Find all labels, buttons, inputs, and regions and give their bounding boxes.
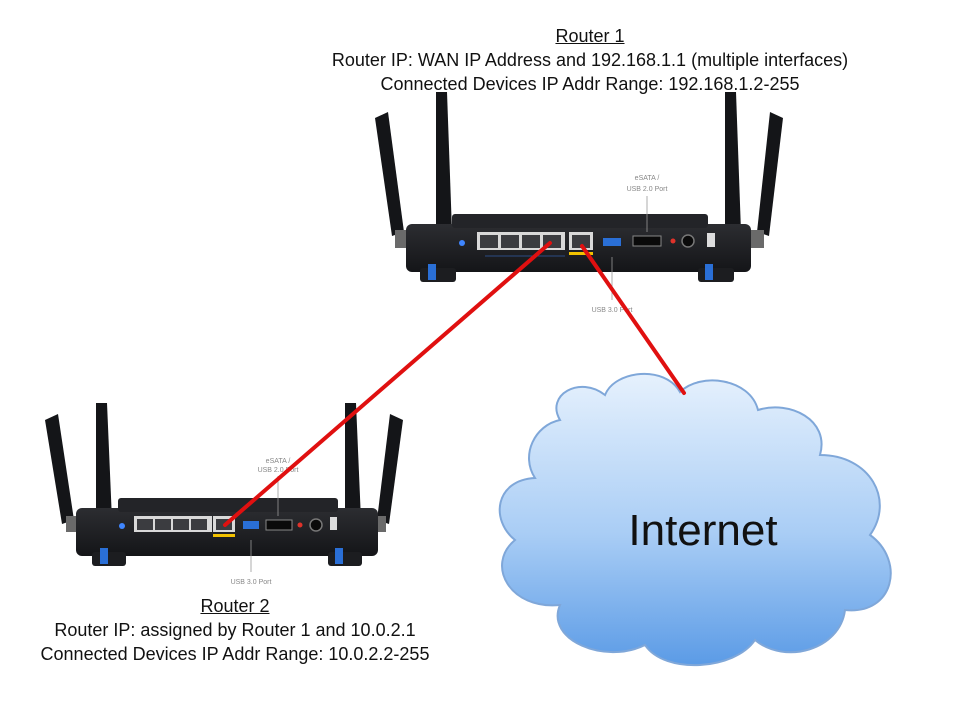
router-2-title: Router 2 (200, 596, 270, 616)
antenna-icon (45, 414, 74, 524)
router-2-range-line: Connected Devices IP Addr Range: 10.0.2.… (40, 644, 430, 664)
antenna-icon (757, 112, 783, 236)
router-1: eSATA / USB 2.0 Port USB 3.0 Port (375, 92, 783, 314)
antenna-icon (377, 414, 403, 524)
router-1-caption: Router 1 Router IP: WAN IP Address and 1… (300, 24, 880, 96)
usb3-port (603, 238, 621, 246)
antenna-icon (375, 112, 404, 236)
esata-label-line1: eSATA / (635, 175, 660, 182)
esata-label-line2: USB 2.0 Port (627, 186, 668, 193)
usb3-port (243, 521, 259, 529)
router-1-title: Router 1 (555, 26, 625, 46)
router-2-caption: Router 2 Router IP: assigned by Router 1… (10, 594, 460, 666)
antenna-icon (345, 403, 361, 520)
usb3-label: USB 3.0 Port (592, 307, 633, 314)
router-1-range-line: Connected Devices IP Addr Range: 192.168… (380, 74, 800, 94)
antenna-icon (436, 92, 452, 232)
esata-label-line1: eSATA / (266, 458, 291, 465)
lan-to-wan-cable (223, 241, 552, 527)
antenna-icon (96, 403, 112, 520)
esata-port (265, 519, 293, 531)
ethernet-ports (477, 232, 565, 250)
ethernet-ports (134, 516, 212, 532)
router-2: eSATA / USB 2.0 Port USB 3.0 Port (45, 403, 403, 586)
usb3-label: USB 3.0 Port (231, 579, 272, 586)
router-2-ip-line: Router IP: assigned by Router 1 and 10.0… (54, 620, 416, 640)
wan-to-internet-cable (580, 244, 686, 395)
internet-label: Internet (628, 506, 777, 555)
esata-label-line2: USB 2.0 Port (258, 467, 299, 474)
antenna-icon (725, 92, 741, 232)
router-1-ip-line: Router IP: WAN IP Address and 192.168.1.… (331, 50, 849, 70)
internet-cloud: Internet (498, 372, 892, 666)
esata-port (632, 235, 662, 247)
